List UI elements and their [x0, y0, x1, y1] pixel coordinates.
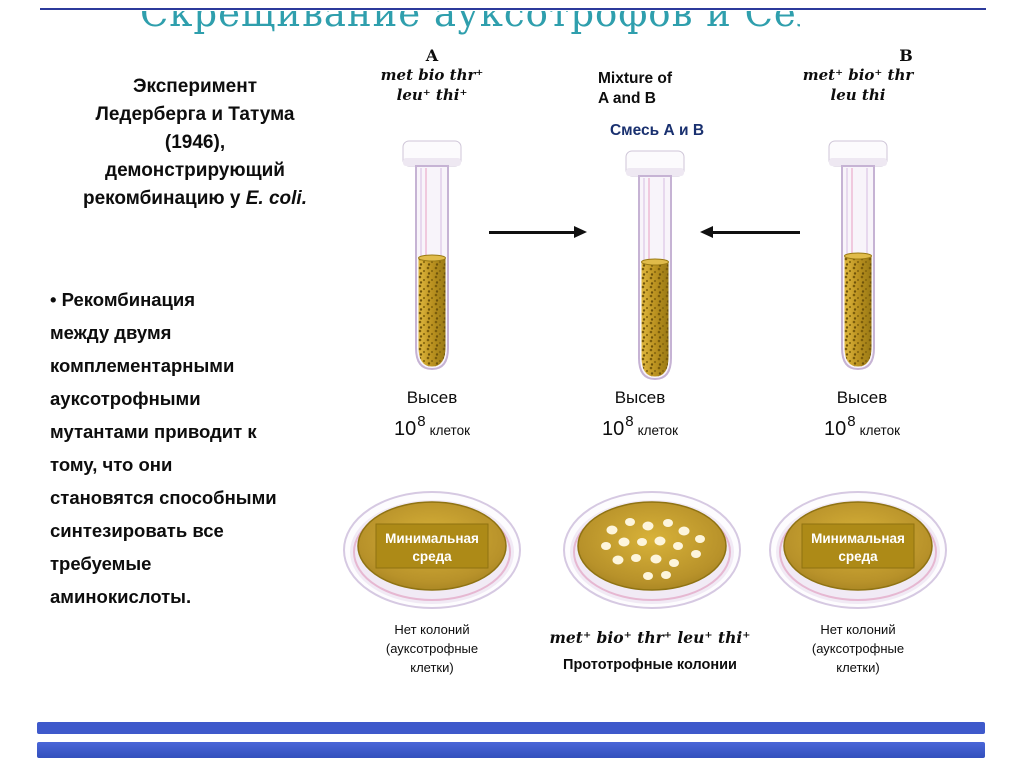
plating-b: Высев 108клеток — [782, 388, 942, 441]
bullet-line: требуемые — [50, 553, 152, 574]
heading-tail-prefix: рекомбинацию у — [82, 188, 246, 209]
result-line: Нет колоний — [394, 622, 470, 637]
test-tube-mix-icon — [625, 150, 685, 381]
colonies — [601, 518, 705, 580]
dish-label-line: Минимальная — [811, 531, 905, 546]
mixture-label-line: A and B — [598, 90, 656, 107]
result-line: (ауксотрофные — [385, 641, 479, 656]
plating-exponent: 8 — [847, 413, 856, 430]
plating-exponent: 8 — [417, 413, 426, 430]
result-mix-caption: Прототрофные колонии — [563, 657, 737, 673]
dish-label-line: среда — [412, 549, 452, 564]
plating-word: Высев — [406, 388, 458, 407]
plating-base: 10 — [393, 418, 417, 440]
dish-label-line: Минимальная — [385, 531, 479, 546]
top-border-line — [40, 8, 986, 10]
bullet-paragraph: • Рекомбинация между двумя комплементарн… — [50, 283, 360, 613]
heading-line: рекомбинацию у E. coli. — [45, 185, 345, 213]
ecoli-italic: E. coli. — [245, 188, 307, 209]
arrow-b-to-mix-icon — [700, 226, 800, 238]
test-tube-b-icon — [828, 140, 888, 371]
strain-b-label: B — [899, 46, 913, 65]
heading-line: Эксперимент — [132, 76, 258, 97]
mixture-label-en: Mixture of A and B — [598, 69, 718, 109]
heading-line: Ледерберга и Татума — [95, 104, 295, 125]
bullet-line: ауксотрофными — [50, 388, 201, 409]
tube-cap-lip — [403, 158, 461, 166]
test-tube-a-icon — [402, 140, 462, 371]
plating-mix: Высев 108клеток — [560, 388, 720, 441]
result-mix-genotype: met⁺ bio⁺ thr⁺ leu⁺ thi⁺ — [549, 628, 751, 647]
dish-label-box — [801, 523, 915, 569]
bullet-line: комплементарными — [50, 355, 235, 376]
tube-cap-lip — [626, 168, 684, 176]
plating-unit: клеток — [429, 423, 471, 438]
plating-base: 10 — [601, 418, 625, 440]
bullet-line: становятся способными — [50, 487, 277, 508]
plating-word: Высев — [614, 388, 666, 407]
petri-dish-mix-icon — [563, 491, 741, 609]
plating-unit: клеток — [859, 423, 901, 438]
result-line: Нет колоний — [820, 622, 896, 637]
mixture-label-line: Mixture of — [598, 70, 673, 87]
result-line: клетки) — [836, 660, 880, 675]
bullet-line: между двумя — [50, 322, 172, 343]
strain-b-genotype: met⁺ bio⁺ thr leu thi — [781, 65, 935, 105]
tube-cap-lip — [829, 158, 887, 166]
result-b: Нет колоний (ауксотрофные клетки) — [778, 620, 938, 677]
genotype-line: met⁺ bio⁺ thr — [802, 66, 914, 84]
plating-base: 10 — [823, 418, 847, 440]
experiment-heading: Эксперимент Ледерберга и Татума (1946), … — [45, 73, 345, 213]
plating-amount: 108клеток — [560, 413, 720, 441]
mixture-label-ru: Смесь А и В — [609, 122, 705, 139]
plating-amount: 108клеток — [782, 413, 942, 441]
bullet-line: тому, что они — [50, 454, 173, 475]
genotype-line: leu thi — [830, 86, 886, 104]
clipped-title: Скрещивание ауксотрофов и Селективный от… — [140, 11, 800, 44]
strain-a-genotype: met bio thr⁺ leu⁺ thi⁺ — [355, 65, 509, 105]
dish-label-box — [375, 523, 489, 569]
heading-line: (1946), — [164, 132, 226, 153]
clipped-title-text: Скрещивание ауксотрофов и Селективный от… — [140, 11, 800, 35]
petri-dish-b-icon: Минимальная среда — [769, 491, 947, 609]
result-line: (ауксотрофные — [811, 641, 905, 656]
bullet-line: синтезировать все — [50, 520, 224, 541]
plating-amount: 108клеток — [352, 413, 512, 441]
footer-bar-top — [37, 722, 985, 734]
bullet-line: мутантами приводит к — [50, 421, 257, 442]
dish-label-line: среда — [838, 549, 878, 564]
genotype-line: met bio thr⁺ — [380, 66, 484, 84]
arrow-a-to-mix-icon — [489, 226, 587, 238]
bullet-line: аминокислоты. — [50, 586, 192, 607]
plating-exponent: 8 — [625, 413, 634, 430]
strain-a-label: A — [425, 46, 439, 65]
plating-unit: клеток — [637, 423, 679, 438]
plating-a: Высев 108клеток — [352, 388, 512, 441]
result-a: Нет колоний (ауксотрофные клетки) — [352, 620, 512, 677]
bullet-line: • Рекомбинация — [50, 289, 196, 310]
footer-bar-bottom — [37, 742, 985, 758]
genotype-line: leu⁺ thi⁺ — [396, 86, 468, 104]
dish-medium — [577, 501, 727, 591]
petri-dish-a-icon: Минимальная среда — [343, 491, 521, 609]
heading-line: демонстрирующий — [105, 160, 285, 181]
plating-word: Высев — [836, 388, 888, 407]
result-line: клетки) — [410, 660, 454, 675]
